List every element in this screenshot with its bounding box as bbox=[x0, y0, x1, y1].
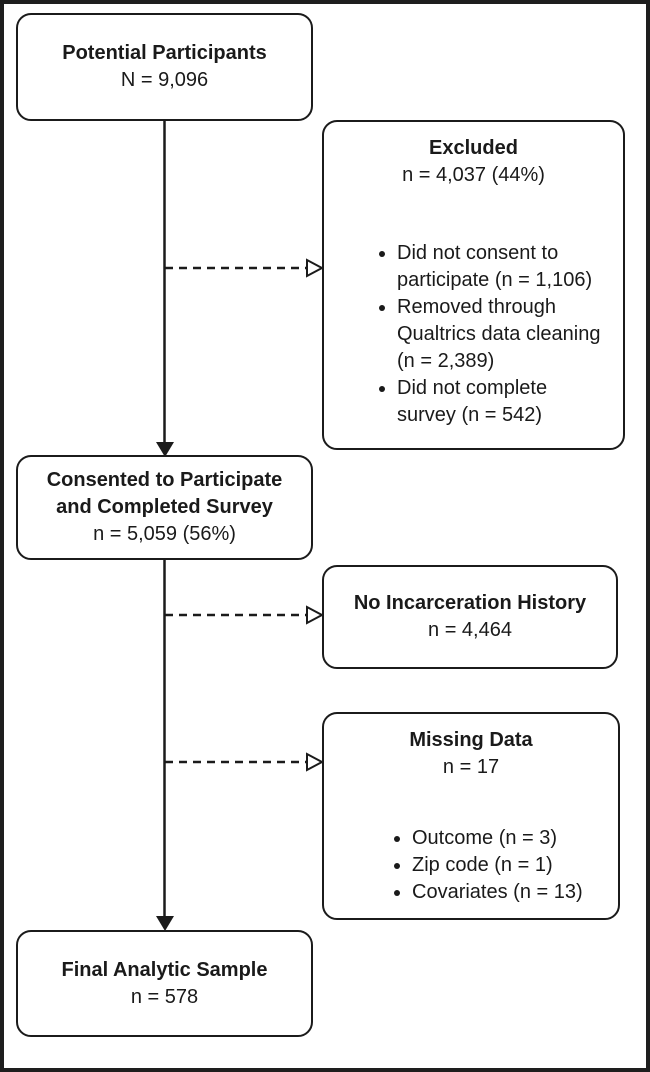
bullet-item: Removed through Qualtrics data cleaning … bbox=[397, 294, 621, 375]
box-title: Consented to Participate and Completed S… bbox=[46, 469, 283, 518]
box-count: N = 9,096 bbox=[120, 69, 209, 91]
excluded-reasons-list: Did not consent to participate (n = 1,10… bbox=[324, 240, 623, 429]
box-count: n = 4,037 (44%) bbox=[402, 164, 545, 186]
missing-data-list: Outcome (n = 3)Zip code (n = 1)Covariate… bbox=[324, 825, 618, 906]
bullet-item: Outcome (n = 3) bbox=[412, 825, 618, 852]
box-count: n = 4,464 bbox=[428, 619, 512, 641]
box-title: Final Analytic Sample bbox=[61, 958, 268, 981]
box-title: No Incarceration History bbox=[353, 592, 587, 614]
box-potential-participants: Potential Participants N = 9,096 bbox=[16, 13, 313, 121]
box-title: Excluded bbox=[429, 137, 518, 159]
bullet-item: Did not complete survey (n = 542) bbox=[397, 375, 621, 429]
box-count: n = 17 bbox=[442, 756, 500, 778]
arrowhead-consented bbox=[156, 442, 174, 457]
box-title: Missing Data bbox=[409, 729, 533, 751]
open-arrowhead-no-incarceration bbox=[306, 605, 325, 625]
open-arrowhead-excluded bbox=[306, 258, 325, 278]
bullet-item: Zip code (n = 1) bbox=[412, 852, 618, 879]
bullet-item: Did not consent to participate (n = 1,10… bbox=[397, 240, 621, 294]
arrowhead-final bbox=[156, 916, 174, 931]
box-excluded: Excluded n = 4,037 (44%) Did not consent… bbox=[322, 120, 625, 450]
open-arrowhead-missing bbox=[306, 752, 325, 772]
box-missing-data: Missing Data n = 17 Outcome (n = 3)Zip c… bbox=[322, 712, 620, 920]
box-title: Potential Participants bbox=[62, 42, 267, 64]
box-final-analytic-sample: Final Analytic Sample n = 578 bbox=[16, 930, 313, 1037]
box-count: n = 5,059 (56%) bbox=[93, 523, 236, 545]
box-no-incarceration-history: No Incarceration History n = 4,464 bbox=[322, 565, 618, 669]
bullet-item: Covariates (n = 13) bbox=[412, 879, 618, 906]
box-count: n = 578 bbox=[130, 985, 199, 1008]
box-consented: Consented to Participate and Completed S… bbox=[16, 455, 313, 560]
